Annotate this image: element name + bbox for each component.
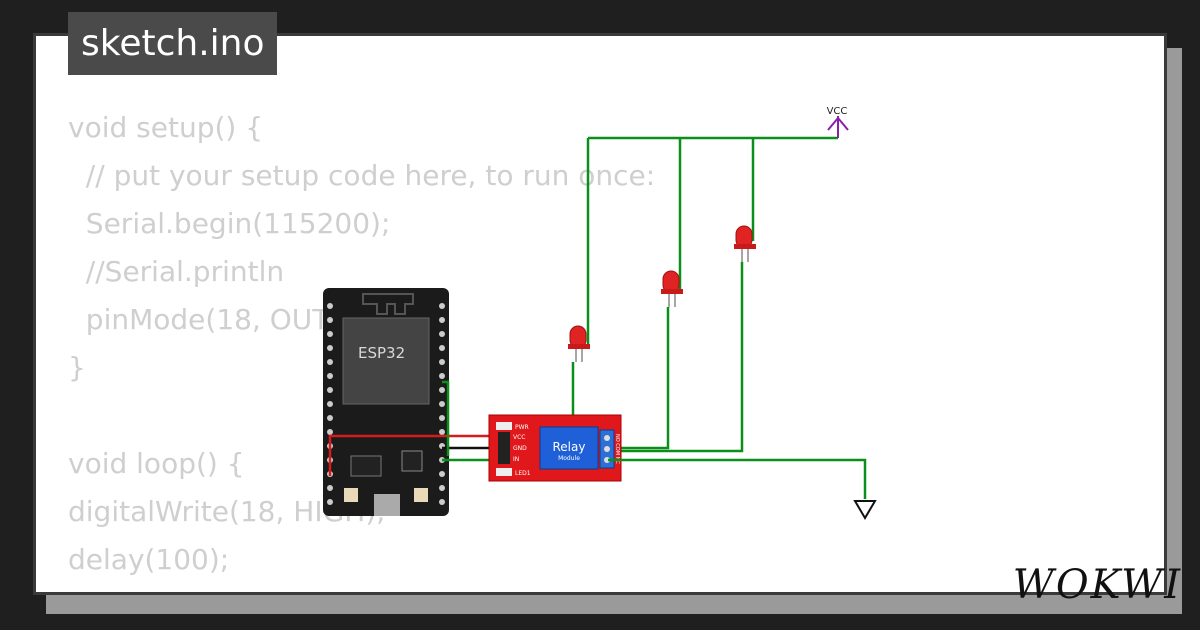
esp32-label: ESP32 [358,344,405,362]
relay-sublabel: Module [558,455,580,462]
vcc-label: VCC [827,106,848,117]
led-2[interactable] [661,270,683,307]
relay-module[interactable]: PWR LED1 VCC GND IN Relay Module NO COM … [488,414,622,482]
wokwi-logo: WOKWI [1012,562,1182,608]
code-line-10: delay(100); [68,543,230,576]
code-line-2: // put your setup code here, to run once… [68,159,656,192]
ground-symbol [853,500,877,520]
sketch-title: sketch.ino [68,12,278,75]
vcc-wires [586,136,838,346]
code-line-8: void loop() { [68,447,245,480]
code-line-3: Serial.begin(115200); [68,207,391,240]
esp32-pins-left [327,303,333,505]
relay-pin-vcc: VCC [513,434,525,441]
code-line-4: //Serial.println [68,255,285,288]
ground-wire [608,458,867,499]
code-line-6: } [68,351,86,384]
relay-terminals-label: NO COM NC [614,434,620,464]
vcc-symbol: VCC [827,106,849,138]
preview-card: void setup() { // put your setup code he… [33,33,1167,595]
esp32-board[interactable]: ESP32 [323,288,449,516]
relay-pin-in: IN [513,456,519,463]
relay-label: Relay [553,440,586,454]
relay-led1-label: LED1 [515,470,531,477]
relay-pwr-label: PWR [515,424,529,431]
code-line-11: digitalWrite(18, LOW); [68,584,655,592]
led-3[interactable] [734,225,756,262]
esp32-pins-right [439,303,445,505]
code-line-1: void setup() { [68,111,264,144]
circuit-diagram: VCC [323,106,877,520]
relay-pin-gnd: GND [513,445,527,452]
led-1[interactable] [568,325,590,362]
